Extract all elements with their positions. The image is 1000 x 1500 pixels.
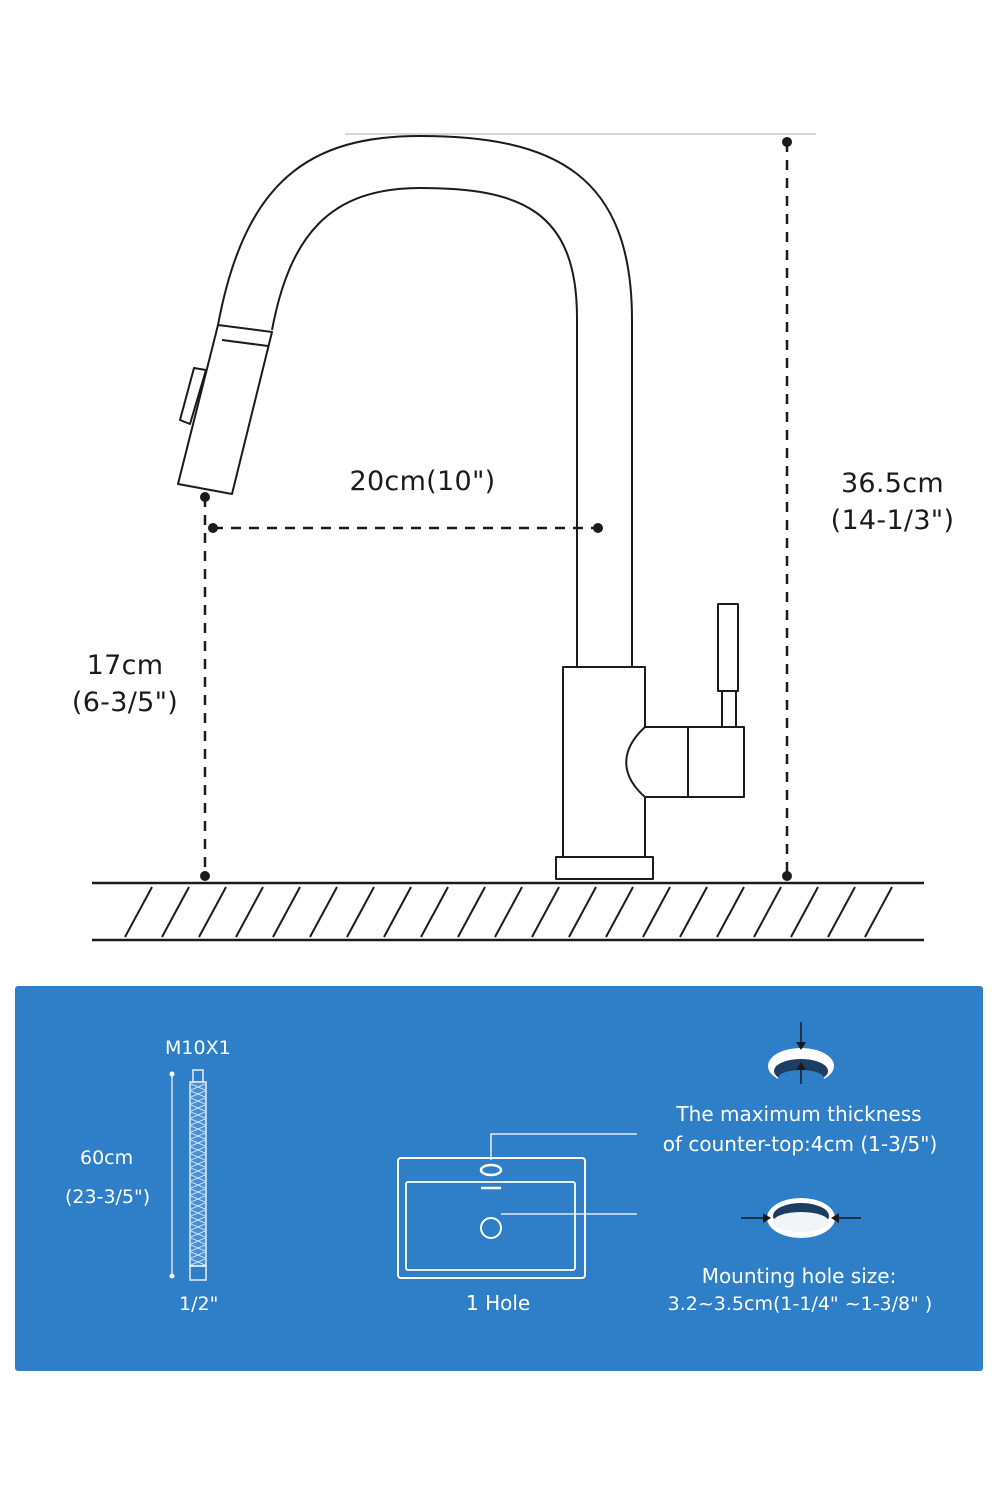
hatch-line [642, 886, 671, 938]
spout-height-in-label: (6-3/5") [71, 687, 179, 718]
braid-line [190, 1223, 206, 1231]
reach-dimension-dot-right [593, 523, 603, 533]
braid-line [190, 1118, 206, 1126]
hose-connector-label: 1/2" [179, 1293, 219, 1315]
total-height-in-label: (14-1/3") [830, 505, 955, 536]
braid-line [190, 1132, 206, 1140]
braid-line [190, 1097, 206, 1105]
braid-line [190, 1244, 206, 1252]
braid-line [190, 1090, 206, 1098]
hatch-line [605, 886, 634, 938]
spec-panel-drawings [169, 1022, 861, 1281]
braid-line [190, 1083, 206, 1091]
braid-line [190, 1195, 206, 1203]
sink-icon [397, 1133, 637, 1279]
braid-line [190, 1153, 206, 1161]
spout-height-dot-bottom [200, 871, 210, 881]
total-height-cm-label: 36.5cm [840, 468, 945, 499]
counter-thickness-icon [768, 1022, 834, 1086]
hatch-line [161, 886, 190, 938]
height-dimension-dot-top [782, 137, 792, 147]
braid-line [190, 1258, 206, 1266]
faucet-dimension-drawing [92, 133, 924, 942]
braid-line [190, 1167, 206, 1175]
braid-line [190, 1125, 206, 1133]
hose-length-cm-label: 60cm [80, 1147, 134, 1169]
hose-length-in-label: (23-3/5") [65, 1186, 151, 1208]
braid-line [190, 1146, 206, 1154]
hatch-line [753, 886, 782, 938]
hatch-line [235, 886, 264, 938]
thickness-line1-label: The maximum thickness [676, 1102, 922, 1126]
height-dimension-dot-bottom [782, 871, 792, 881]
hatch-line [457, 886, 486, 938]
faucet-outline [177, 135, 745, 880]
hatch-line [864, 886, 893, 938]
hatch-line [346, 886, 375, 938]
braid-line [190, 1181, 206, 1189]
hatch-line [531, 886, 560, 938]
hatch-line [494, 886, 523, 938]
braid-line [190, 1160, 206, 1168]
hatch-line [124, 886, 153, 938]
hatch-line [309, 886, 338, 938]
hatch-line [790, 886, 819, 938]
spout-reach-label: 20cm(10") [349, 466, 496, 497]
braid-line [190, 1237, 206, 1245]
hatch-line [679, 886, 708, 938]
hatch-line [420, 886, 449, 938]
braid-line [190, 1104, 206, 1112]
hatch-line [272, 886, 301, 938]
countertop-hatching [124, 886, 893, 938]
braid-line [190, 1216, 206, 1224]
countertop [92, 881, 924, 942]
braid-line [190, 1188, 206, 1196]
hatch-line [198, 886, 227, 938]
spout-height-cm-label: 17cm [86, 650, 164, 681]
braid-line [190, 1174, 206, 1182]
braid-line [190, 1202, 206, 1210]
specification-panel: M10X1 60cm (23-3/5") 1/2" 1 Hole The max… [15, 986, 983, 1371]
hose-icon [169, 1069, 207, 1281]
braid-line [190, 1139, 206, 1147]
hose-thread-label: M10X1 [165, 1037, 231, 1059]
hole-size-line2-label: 3.2~3.5cm(1-1/4" ~1-3/8" ) [667, 1293, 933, 1315]
thickness-line2-label: of counter-top:4cm (1-3/5") [662, 1132, 938, 1156]
hatch-line [827, 886, 856, 938]
braid-line [190, 1111, 206, 1119]
hatch-line [568, 886, 597, 938]
braid-line [190, 1209, 206, 1217]
hatch-line [383, 886, 412, 938]
spout-height-dot-top [200, 492, 210, 502]
braid-line [190, 1251, 206, 1259]
reach-dimension-dot-left [208, 523, 218, 533]
hatch-line [716, 886, 745, 938]
mounting-hole-icon [741, 1198, 861, 1238]
hole-count-label: 1 Hole [466, 1291, 531, 1315]
braid-line [190, 1230, 206, 1238]
hole-size-line1-label: Mounting hole size: [701, 1264, 897, 1288]
